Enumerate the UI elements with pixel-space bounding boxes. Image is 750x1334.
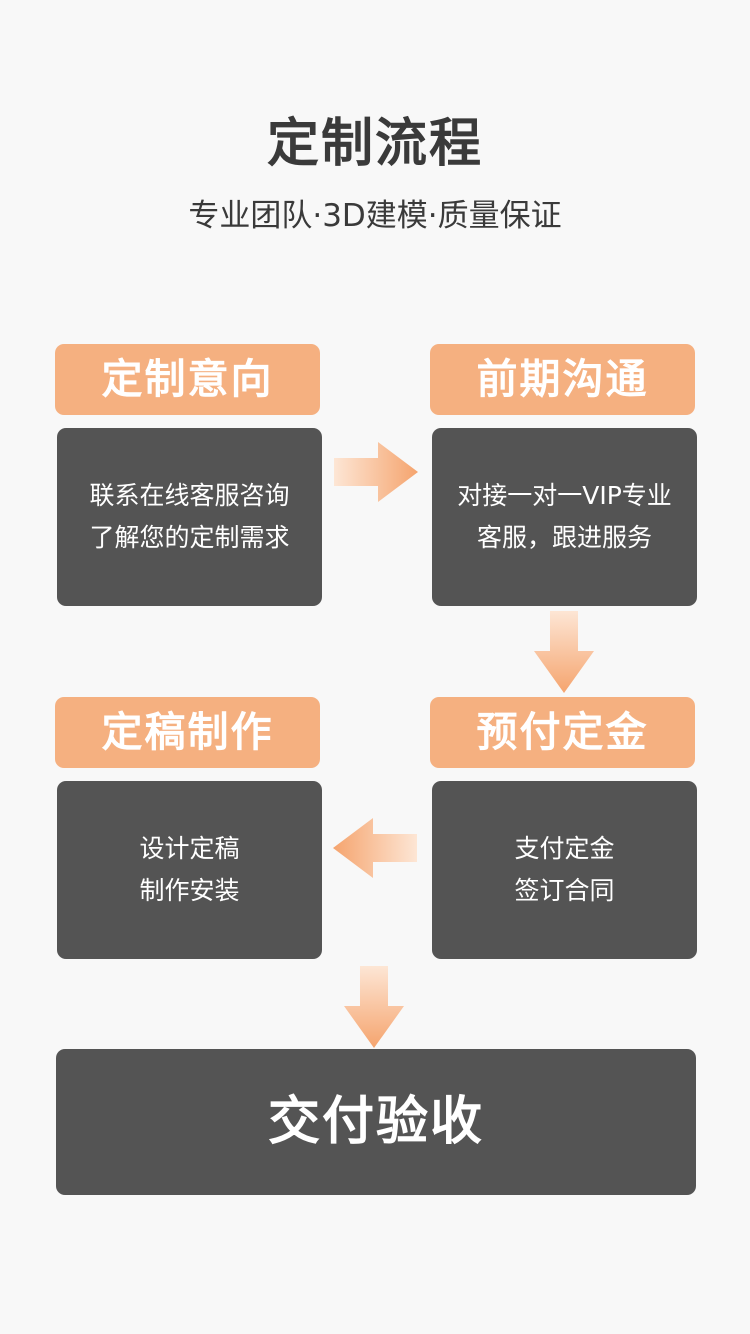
arrow-right-icon — [334, 442, 418, 502]
step-4-description: 设计定稿 制作安装 — [57, 781, 322, 959]
arrow-left-icon — [333, 818, 417, 878]
step-1-title: 定制意向 — [55, 344, 320, 415]
step-3-line-2: 签订合同 — [514, 876, 615, 905]
step-3-title: 预付定金 — [430, 697, 695, 768]
step-4-title: 定稿制作 — [55, 697, 320, 768]
step-4-line-2: 制作安装 — [139, 876, 240, 905]
arrow-down-icon — [344, 966, 404, 1048]
step-2-title: 前期沟通 — [430, 344, 695, 415]
final-step-box: 交付验收 — [56, 1049, 696, 1195]
page-title: 定制流程 — [266, 114, 483, 174]
step-2-line-2: 客服，跟进服务 — [476, 523, 652, 552]
step-3-line-1: 支付定金 — [514, 834, 615, 863]
step-1-line-1: 联系在线客服咨询 — [89, 481, 290, 510]
step-3-description: 支付定金 签订合同 — [432, 781, 697, 959]
step-2-line-1: 对接一对一VIP专业 — [457, 481, 672, 510]
step-1-line-2: 了解您的定制需求 — [89, 523, 290, 552]
step-1-description: 联系在线客服咨询 了解您的定制需求 — [57, 428, 322, 606]
step-4-line-1: 设计定稿 — [139, 834, 240, 863]
page-subtitle: 专业团队·3D建模·质量保证 — [188, 198, 562, 234]
arrow-down-icon — [534, 611, 594, 693]
step-2-description: 对接一对一VIP专业 客服，跟进服务 — [432, 428, 697, 606]
